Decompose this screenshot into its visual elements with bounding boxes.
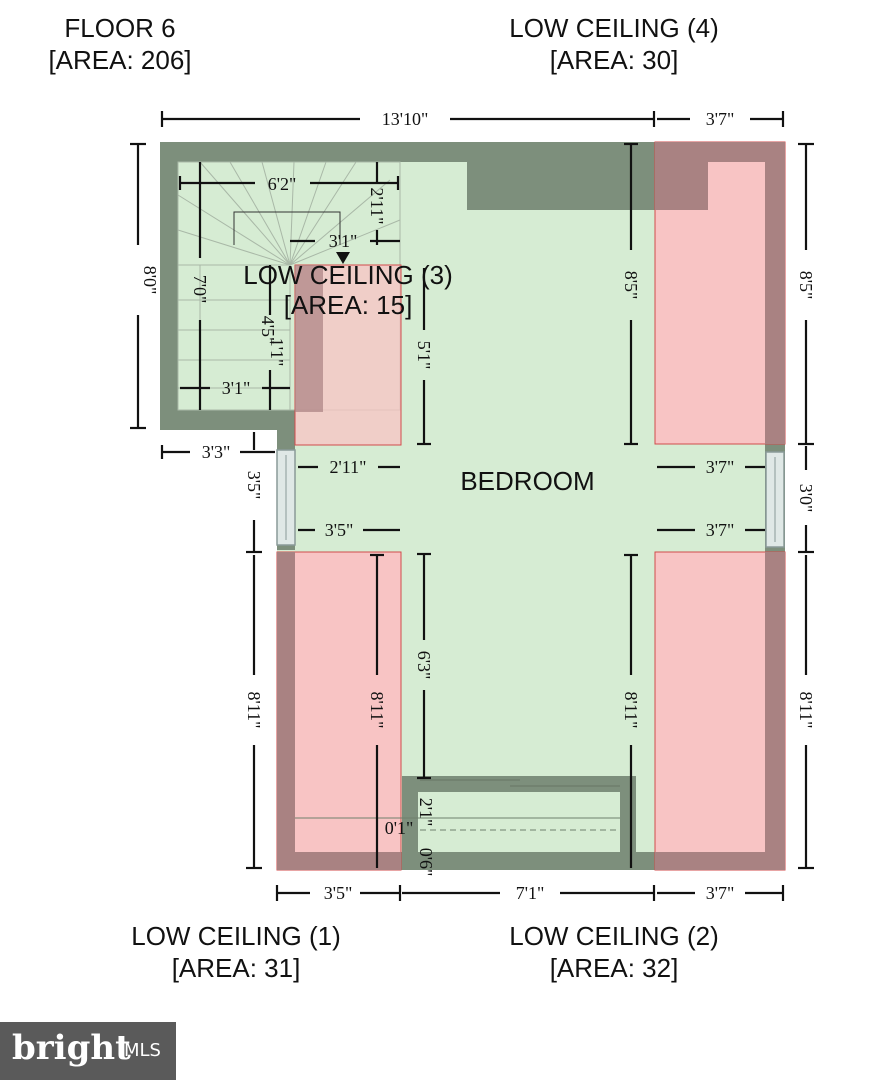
dim-stair-h4: 1'1" <box>267 338 287 367</box>
low-ceiling-4-name: LOW CEILING (4) <box>509 13 719 43</box>
dim-left-window: 3'5" <box>244 471 264 500</box>
low-ceiling-1-area: [AREA: 31] <box>171 953 301 983</box>
low-ceiling-1-name: LOW CEILING (1) <box>131 921 341 951</box>
low-ceiling-2-area <box>654 551 786 871</box>
floor-area: [AREA: 206] <box>48 45 192 75</box>
dim-stair-h1: 2'11" <box>367 188 387 225</box>
dim-bottom-right: 3'7" <box>706 883 735 903</box>
dim-closet-w: 0'1" <box>385 818 414 838</box>
bedroom-label: BEDROOM <box>460 466 595 496</box>
dim-right-top: 8'5" <box>796 271 816 300</box>
low-ceiling-1-area <box>276 551 402 871</box>
floor-label: FLOOR 6 [AREA: 206] <box>20 12 220 76</box>
dim-lc3-height: 5'1" <box>414 341 434 370</box>
closet <box>295 779 620 831</box>
floor-name: FLOOR 6 <box>64 13 176 43</box>
dim-closet-h: 2'1" <box>416 798 436 827</box>
dim-center-right-low: 8'11" <box>621 692 641 729</box>
dim-stair-h2: 7'0" <box>190 275 210 304</box>
window-left <box>276 449 296 546</box>
dim-stair-h3: 4'5" <box>258 316 278 345</box>
dim-right-w1: 3'7" <box>706 457 735 477</box>
low-ceiling-4-area <box>654 141 786 445</box>
bright-mls-logo: bright MLS <box>0 1022 176 1080</box>
dim-right-low: 8'11" <box>796 692 816 729</box>
low-ceiling-3-name: LOW CEILING (3) <box>243 260 453 290</box>
dim-top-main: 13'10" <box>382 109 429 129</box>
dim-top-right: 3'7" <box>706 109 735 129</box>
low-ceiling-4-area: [AREA: 30] <box>549 45 679 75</box>
dim-stair-width: 6'2" <box>268 174 297 194</box>
dim-mid-w1: 2'11" <box>330 457 367 477</box>
dim-mid-w2: 3'5" <box>325 520 354 540</box>
low-ceiling-3-label: LOW CEILING (3) [AREA: 15] <box>218 260 478 320</box>
dim-right-w2: 3'7" <box>706 520 735 540</box>
logo-suffix: MLS <box>124 1040 161 1061</box>
window-right <box>765 451 785 548</box>
dim-center-low: 6'3" <box>414 651 434 680</box>
dim-stair-w2: 3'1" <box>329 231 358 251</box>
dim-lc1-inner: 8'11" <box>367 692 387 729</box>
dimension-lines <box>130 111 814 901</box>
logo-brand: bright <box>12 1028 131 1068</box>
low-ceiling-1-label: LOW CEILING (1) [AREA: 31] <box>100 920 372 984</box>
dimension-labels: 13'10" 3'7" 8'0" 6'2" 2'11" 3'1" 7'0" 4'… <box>140 109 816 903</box>
dim-stair-w3: 3'1" <box>222 378 251 398</box>
dim-center-top: 8'5" <box>621 271 641 300</box>
dim-bottom-mid: 7'1" <box>516 883 545 903</box>
dim-left-top: 8'0" <box>140 266 160 295</box>
low-ceiling-2-name: LOW CEILING (2) <box>509 921 719 951</box>
dim-right-window: 3'0" <box>796 484 816 513</box>
dim-closet-d: 0'6" <box>416 848 436 877</box>
dim-left-mid: 3'3" <box>202 442 231 462</box>
dim-bottom-left: 3'5" <box>324 883 353 903</box>
low-ceiling-4-label: LOW CEILING (4) [AREA: 30] <box>480 12 748 76</box>
dim-left-low: 8'11" <box>244 692 264 729</box>
low-ceiling-2-area: [AREA: 32] <box>549 953 679 983</box>
low-ceiling-3-area: [AREA: 15] <box>283 290 413 320</box>
low-ceiling-2-label: LOW CEILING (2) [AREA: 32] <box>480 920 748 984</box>
low-ceiling-3-area <box>294 264 402 446</box>
